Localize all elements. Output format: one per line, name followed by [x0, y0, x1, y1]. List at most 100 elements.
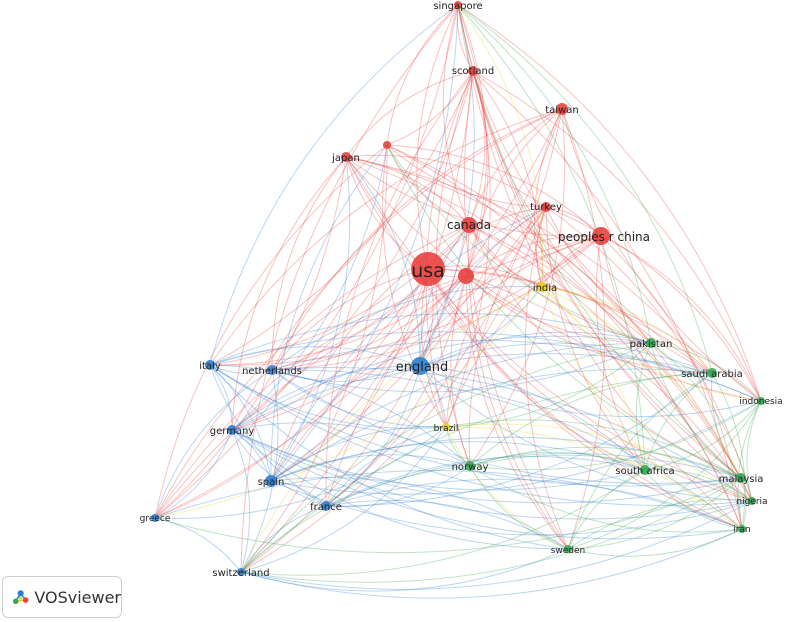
label-indonesia[interactable]: indonesia [739, 397, 782, 407]
node-south_africa[interactable] [640, 465, 650, 475]
link-usa-brazil [420, 268, 447, 428]
label-saudi_arabia[interactable]: saudi arabia [681, 369, 743, 380]
link-nigeria-south_africa [644, 469, 753, 502]
node-usa[interactable] [411, 252, 445, 286]
link-turkey-nigeria [545, 206, 753, 502]
link-iran-south_africa [644, 469, 743, 530]
link-indonesia-iran [737, 400, 762, 530]
label-norway[interactable]: norway [452, 462, 489, 473]
node-brazil[interactable] [442, 423, 450, 431]
label-england[interactable]: england [396, 360, 449, 375]
node-germany[interactable] [227, 425, 237, 435]
link-usa-netherlands [271, 268, 429, 371]
node-layer [151, 1, 765, 576]
link-red_unlabeled-england [419, 275, 467, 367]
label-singapore[interactable]: singapore [433, 1, 482, 12]
node-norway[interactable] [465, 461, 475, 471]
link-england-netherlands [271, 365, 421, 382]
link-usa-singapore [416, 4, 459, 270]
node-netherlands[interactable] [267, 365, 277, 375]
node-iran[interactable] [738, 525, 746, 533]
label-france[interactable]: france [310, 502, 342, 513]
node-pakistan[interactable] [646, 338, 656, 348]
link-pakistan-indonesia [650, 342, 762, 402]
node-japan_small[interactable] [383, 141, 391, 149]
node-india[interactable] [537, 282, 547, 292]
node-england[interactable] [411, 357, 429, 375]
label-scotland[interactable]: scotland [452, 66, 494, 77]
label-iran[interactable]: iran [733, 525, 750, 535]
node-scotland[interactable] [468, 66, 478, 76]
label-germany[interactable]: germany [210, 426, 255, 437]
link-netherlands-greece [154, 369, 273, 519]
link-nigeria-sweden [567, 499, 753, 550]
label-canada[interactable]: canada [447, 218, 491, 232]
label-peoples_r_china[interactable]: peoples r china [558, 230, 650, 244]
link-spain-brazil [270, 426, 447, 482]
node-spain[interactable] [265, 475, 277, 487]
link-peoples_r_china-red_unlabeled [465, 235, 602, 277]
node-italy[interactable] [205, 360, 215, 370]
link-scotland-switzerland [240, 70, 474, 573]
node-japan[interactable] [341, 152, 351, 162]
link-singapore-malaysia [457, 4, 742, 479]
label-brazil[interactable]: brazil [434, 424, 459, 434]
link-singapore-england [419, 4, 475, 367]
label-greece[interactable]: greece [140, 514, 171, 524]
node-switzerland[interactable] [237, 568, 245, 576]
link-pakistan-saudi_arabia [650, 342, 713, 374]
link-brazil-nigeria [445, 423, 753, 502]
link-canada-iran [468, 224, 743, 530]
node-singapore[interactable] [454, 1, 462, 9]
label-taiwan[interactable]: taiwan [545, 105, 578, 116]
link-peoples_r_china-england [419, 235, 602, 367]
node-turkey[interactable] [541, 202, 551, 212]
label-nigeria[interactable]: nigeria [736, 497, 767, 507]
label-usa[interactable]: usa [411, 260, 445, 282]
link-canada-japan_small [386, 144, 470, 226]
node-canada[interactable] [461, 217, 477, 233]
label-pakistan[interactable]: pakistan [630, 339, 673, 350]
link-germany-nigeria [231, 429, 753, 520]
link-switzerland-india [240, 286, 543, 573]
link-spain-saudi_arabia [270, 368, 713, 482]
label-india[interactable]: india [533, 283, 557, 294]
label-italy[interactable]: italy [199, 361, 221, 372]
node-saudi_arabia[interactable] [707, 368, 717, 378]
node-sweden[interactable] [564, 545, 572, 553]
label-sweden[interactable]: sweden [551, 546, 586, 556]
link-japan-netherlands [271, 156, 347, 371]
link-japan-saudi_arabia [345, 156, 713, 374]
link-turkey-japan [345, 154, 547, 208]
label-japan[interactable]: japan [331, 153, 360, 164]
label-south_africa[interactable]: south africa [615, 466, 674, 477]
link-germany-iran [231, 429, 743, 540]
node-malaysia[interactable] [736, 473, 746, 483]
link-turkey-france [325, 206, 547, 507]
link-red_unlabeled-scotland [465, 70, 489, 277]
label-netherlands[interactable]: netherlands [242, 366, 302, 377]
label-layer: usa peoples r china canada taiwan turkey japa… [140, 1, 783, 579]
link-france-iran [325, 478, 743, 530]
link-turkey-saudi_arabia [545, 206, 713, 374]
link-switzerland-iran [240, 528, 743, 599]
node-nigeria[interactable] [748, 497, 756, 505]
link-canada-india [468, 224, 543, 288]
node-france[interactable] [321, 501, 331, 511]
vosviewer-logo[interactable]: VOSviewer [2, 576, 122, 618]
label-spain[interactable]: spain [258, 477, 285, 488]
node-red_unlabeled[interactable] [458, 268, 474, 284]
label-malaysia[interactable]: malaysia [719, 474, 764, 485]
node-indonesia[interactable] [757, 397, 765, 405]
node-peoples_r_china[interactable] [592, 227, 610, 245]
link-indonesia-norway [469, 400, 762, 471]
link-pakistan-south_africa [635, 342, 652, 471]
link-singapore-south_africa [457, 4, 646, 471]
label-switzerland[interactable]: switzerland [212, 568, 269, 579]
link-greece-malaysia [154, 477, 742, 554]
link-taiwan-indonesia [561, 108, 762, 402]
label-turkey[interactable]: turkey [530, 202, 562, 213]
node-greece[interactable] [151, 514, 159, 522]
node-taiwan[interactable] [556, 103, 568, 115]
